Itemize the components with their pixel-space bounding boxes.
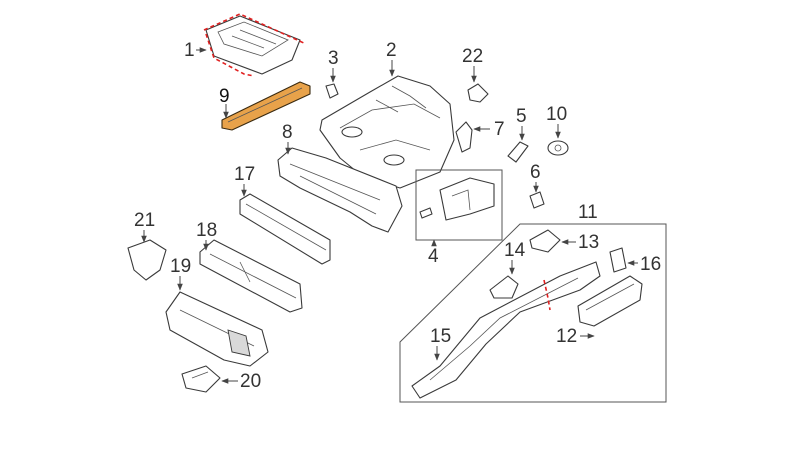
part-2-rear-floor-pan[interactable] <box>319 75 455 189</box>
callout-4: 4 <box>428 246 439 267</box>
callout-19: 19 <box>170 256 191 277</box>
part-13-bracket[interactable] <box>529 229 561 253</box>
part-15-side-member[interactable] <box>411 261 601 399</box>
part-10-grommet[interactable] <box>547 140 569 156</box>
box-part-11 <box>399 223 667 403</box>
callout-21: 21 <box>134 210 155 231</box>
callout-8: 8 <box>282 122 293 143</box>
part-1-spare-tire-well[interactable] <box>203 13 307 77</box>
part-17-floor-rail[interactable] <box>239 193 331 265</box>
part-21-bracket[interactable] <box>127 239 167 281</box>
part-16-plate[interactable] <box>609 247 627 273</box>
callout-22: 22 <box>462 46 483 67</box>
part-22-bracket[interactable] <box>467 83 489 103</box>
part-8-rear-crossmember[interactable] <box>277 147 403 233</box>
part-5-bracket[interactable] <box>507 141 529 163</box>
callout-17: 17 <box>234 164 255 185</box>
callout-14: 14 <box>504 240 526 261</box>
part-4-bracket-assembly[interactable] <box>419 177 495 221</box>
callout-1: 1 <box>184 40 195 61</box>
part-6-clip[interactable] <box>529 191 545 209</box>
box-part-4 <box>415 169 503 241</box>
part-19-floor-panel[interactable] <box>165 291 269 367</box>
part-7-bracket[interactable] <box>455 121 473 153</box>
callout-11: 11 <box>578 202 598 223</box>
callout-7: 7 <box>494 119 505 140</box>
callout-6: 6 <box>530 162 541 183</box>
callout-10: 10 <box>546 104 567 125</box>
callout-9: 9 <box>219 86 230 107</box>
part-3-bracket[interactable] <box>325 83 339 99</box>
callout-18: 18 <box>196 220 217 241</box>
part-14-bracket[interactable] <box>489 275 519 299</box>
callout-13: 13 <box>578 232 599 253</box>
callout-3: 3 <box>328 48 339 69</box>
part-20-plate[interactable] <box>181 365 221 393</box>
callout-12: 12 <box>556 326 577 347</box>
callout-20: 20 <box>240 371 261 392</box>
callout-16: 16 <box>640 254 661 275</box>
part-18-floor-section[interactable] <box>199 239 303 313</box>
part-12-side-member-rear[interactable] <box>577 275 643 327</box>
callout-2: 2 <box>386 40 397 61</box>
callout-15: 15 <box>430 326 451 347</box>
callout-5: 5 <box>516 106 527 127</box>
part-9-crossmember-highlighted[interactable] <box>221 81 311 131</box>
